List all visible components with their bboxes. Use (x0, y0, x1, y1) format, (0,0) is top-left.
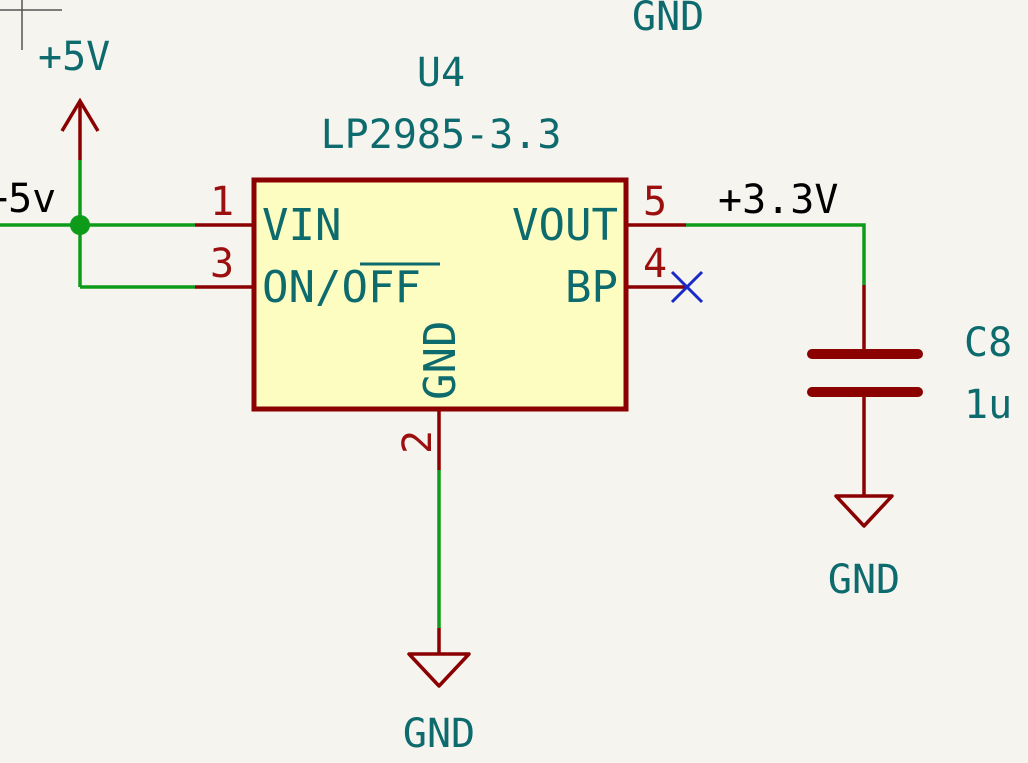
net-label-3v3[interactable]: +3.3V (718, 177, 838, 223)
wires (0, 160, 866, 628)
pin-vout-name: VOUT (512, 200, 618, 251)
pin-4-number: 4 (643, 241, 667, 287)
wire-vout[interactable] (686, 223, 866, 285)
crosshair-cursor-icon (0, 0, 62, 50)
regulator-value[interactable]: LP2985-3.3 (321, 112, 562, 158)
pin-5-number: 5 (643, 179, 667, 225)
pin-vin-name: VIN (262, 200, 341, 251)
capacitor-symbol[interactable] (807, 285, 923, 496)
regulator-symbol[interactable]: 1 3 5 4 2 VIN ON/OFF VOUT BP GND (195, 177, 686, 470)
no-connect-flag-icon[interactable] (670, 270, 704, 304)
capacitor-value[interactable]: 1u (964, 382, 1012, 428)
capacitor-reference[interactable]: C8 (964, 320, 1012, 366)
junction-dot-icon (70, 215, 90, 235)
regulator-gnd-label: GND (403, 711, 475, 757)
pin-bp-name: BP (565, 262, 618, 313)
ground-symbol-icon[interactable] (407, 628, 471, 688)
pin-on-label: ON/ (262, 262, 341, 313)
pin-on-off-name: ON/OFF (262, 262, 421, 313)
pin-3-number: 3 (210, 241, 234, 287)
pin-2-number: 2 (395, 430, 441, 454)
gnd-label-top: GND (632, 0, 704, 40)
pin-1-number: 1 (210, 179, 234, 225)
pin-off-overbar-label: OFF (341, 262, 420, 313)
power-5v-label: +5V (38, 34, 110, 80)
power-5v-symbol[interactable]: +5V (38, 34, 110, 160)
capacitor-gnd-label: GND (828, 557, 900, 603)
pin-gnd-name: GND (415, 321, 466, 400)
regulator-body (251, 177, 629, 412)
net-label-5v[interactable]: +5v (0, 176, 56, 222)
regulator-reference[interactable]: U4 (417, 50, 465, 96)
power-arrow-icon (60, 97, 100, 160)
ground-symbol-icon[interactable] (834, 494, 894, 528)
